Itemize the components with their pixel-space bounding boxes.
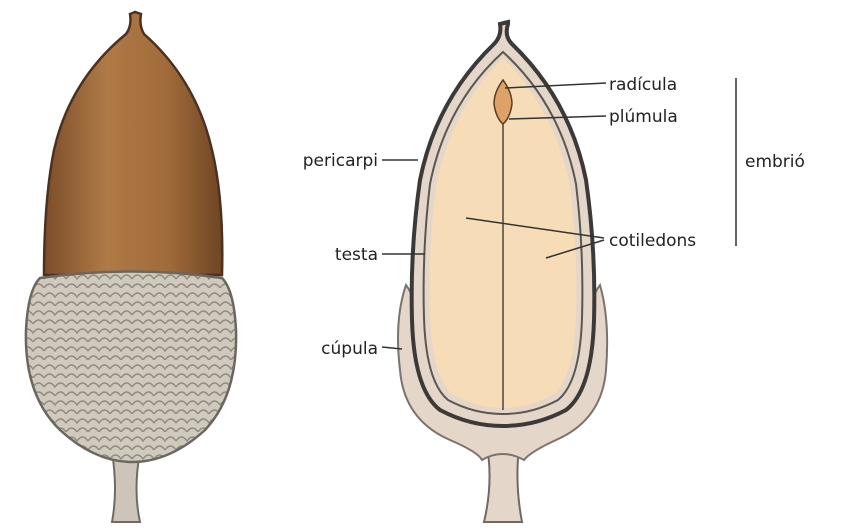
whole-acorn bbox=[26, 12, 236, 522]
whole-acorn-nut bbox=[44, 12, 222, 275]
label-cotiledons: cotiledons bbox=[609, 231, 696, 251]
label-radicula: radícula bbox=[609, 75, 677, 95]
label-plumula: plúmula bbox=[609, 107, 678, 127]
label-cupula: cúpula bbox=[321, 339, 378, 359]
label-pericarpi: pericarpi bbox=[303, 151, 378, 171]
label-testa: testa bbox=[335, 245, 378, 265]
label-embrio: embrió bbox=[745, 152, 805, 172]
whole-acorn-cup bbox=[26, 272, 236, 463]
acorn-cross-section bbox=[398, 22, 607, 522]
